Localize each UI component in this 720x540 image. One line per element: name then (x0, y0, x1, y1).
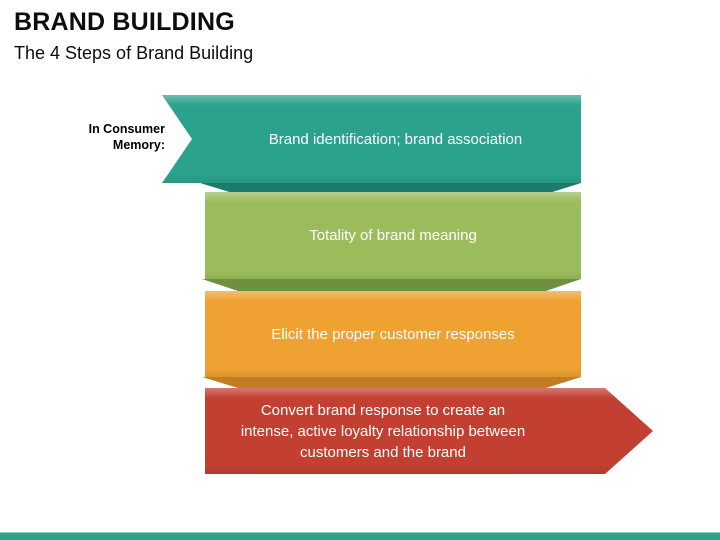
side-label-in-consumer-memory: In Consumer Memory: (88, 122, 165, 152)
banner-step-3: Elicit the proper customer responses (205, 291, 581, 377)
banner-underside-2 (202, 279, 581, 291)
banner-step-3-label: Elicit the proper customer responses (271, 325, 515, 343)
banner-underside-3 (202, 377, 581, 388)
banner-step-2: Totality of brand meaning (205, 192, 581, 279)
banner-step-4-label-line-2: intense, active loyalty relationship bet… (240, 422, 526, 440)
banner-step-4-label-line-1: Convert brand response to create an (260, 401, 506, 419)
banner-underside-1 (200, 183, 581, 194)
banner-step-2-label: Totality of brand meaning (309, 227, 477, 244)
banner-step-1: Brand identification; brand association (162, 95, 581, 183)
footer-accent-bar (0, 532, 720, 540)
banner-step-4-arrow: Convert brand response to create an inte… (205, 388, 653, 474)
page-title: BRAND BUILDING (14, 8, 235, 36)
banner-step-1-label: Brand identification; brand association (268, 130, 523, 148)
page-subtitle: The 4 Steps of Brand Building (14, 43, 254, 63)
banner-step-4-label-line-3: customers and the brand (300, 443, 466, 461)
